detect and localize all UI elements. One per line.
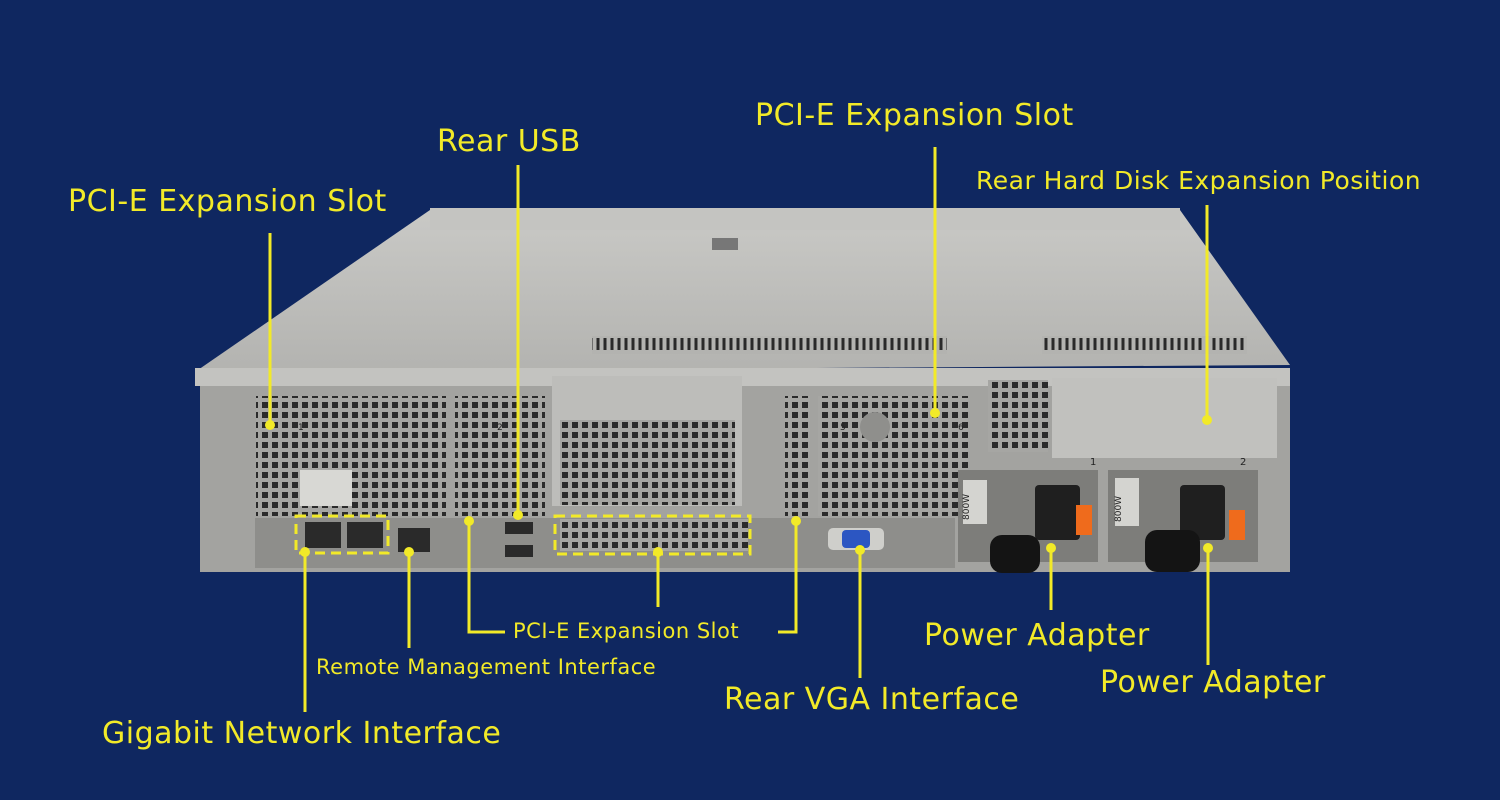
leader-line: [467, 520, 505, 634]
label-rear-vga: Rear VGA Interface: [724, 682, 1020, 717]
callout-dot: [930, 408, 940, 418]
callout-dot: [1202, 415, 1212, 425]
rear-lip: [430, 208, 1180, 230]
riser-grid: [818, 396, 968, 516]
callout-dot: [653, 547, 663, 557]
callout-dot: [404, 547, 414, 557]
psu-rating-label: 800W: [1114, 496, 1124, 522]
label-power-adapter-2: Power Adapter: [1100, 665, 1326, 700]
riser-grid: [988, 380, 1048, 452]
top-vent: [1042, 336, 1247, 354]
riser-mark: 5: [840, 423, 846, 433]
psu-slot-number: 2: [1240, 457, 1246, 468]
leader-line: [778, 520, 798, 634]
center-grid: [560, 420, 735, 505]
riser-grid: [455, 396, 545, 516]
label-pcie-slot-center: PCI-E Expansion Slot: [513, 619, 740, 643]
callout-dot: [1203, 543, 1213, 553]
callout-dot: [464, 516, 474, 526]
callout-dot: [300, 547, 310, 557]
callout-dot: [855, 545, 865, 555]
usb-port: [505, 522, 533, 534]
label-power-adapter-1: Power Adapter: [924, 618, 1150, 653]
label-pcie-slot-top: PCI-E Expansion Slot: [755, 98, 1074, 133]
psu-slot-number: 1: [1090, 457, 1096, 468]
chassis-top: [195, 210, 1290, 372]
label-gigabit-nic: Gigabit Network Interface: [102, 716, 502, 751]
riser-mark: 2: [497, 423, 503, 433]
pcie-highlight-box: [553, 514, 752, 556]
callout-dot: [791, 516, 801, 526]
label-remote-mgmt: Remote Management Interface: [316, 655, 657, 679]
rear-hdd-bay: [1052, 378, 1277, 458]
rj45-port: [398, 528, 430, 552]
rj45-port: [305, 522, 341, 548]
riser-mark: 6: [958, 423, 964, 433]
riser-mark: 1: [298, 423, 304, 433]
label-rear-hdd: Rear Hard Disk Expansion Position: [976, 166, 1422, 195]
rj45-port: [347, 522, 383, 548]
usb-port: [505, 545, 533, 557]
callout-dot: [513, 510, 523, 520]
psu-rating-label: 800W: [962, 494, 972, 520]
label-rear-usb: Rear USB: [437, 124, 581, 159]
top-vent: [592, 336, 947, 354]
label-pcie-slot-left: PCI-E Expansion Slot: [68, 184, 387, 219]
pcie-bracket: [560, 519, 748, 551]
callout-dot: [1046, 543, 1056, 553]
riser-grid: [785, 396, 810, 516]
callout-dot: [265, 420, 275, 430]
